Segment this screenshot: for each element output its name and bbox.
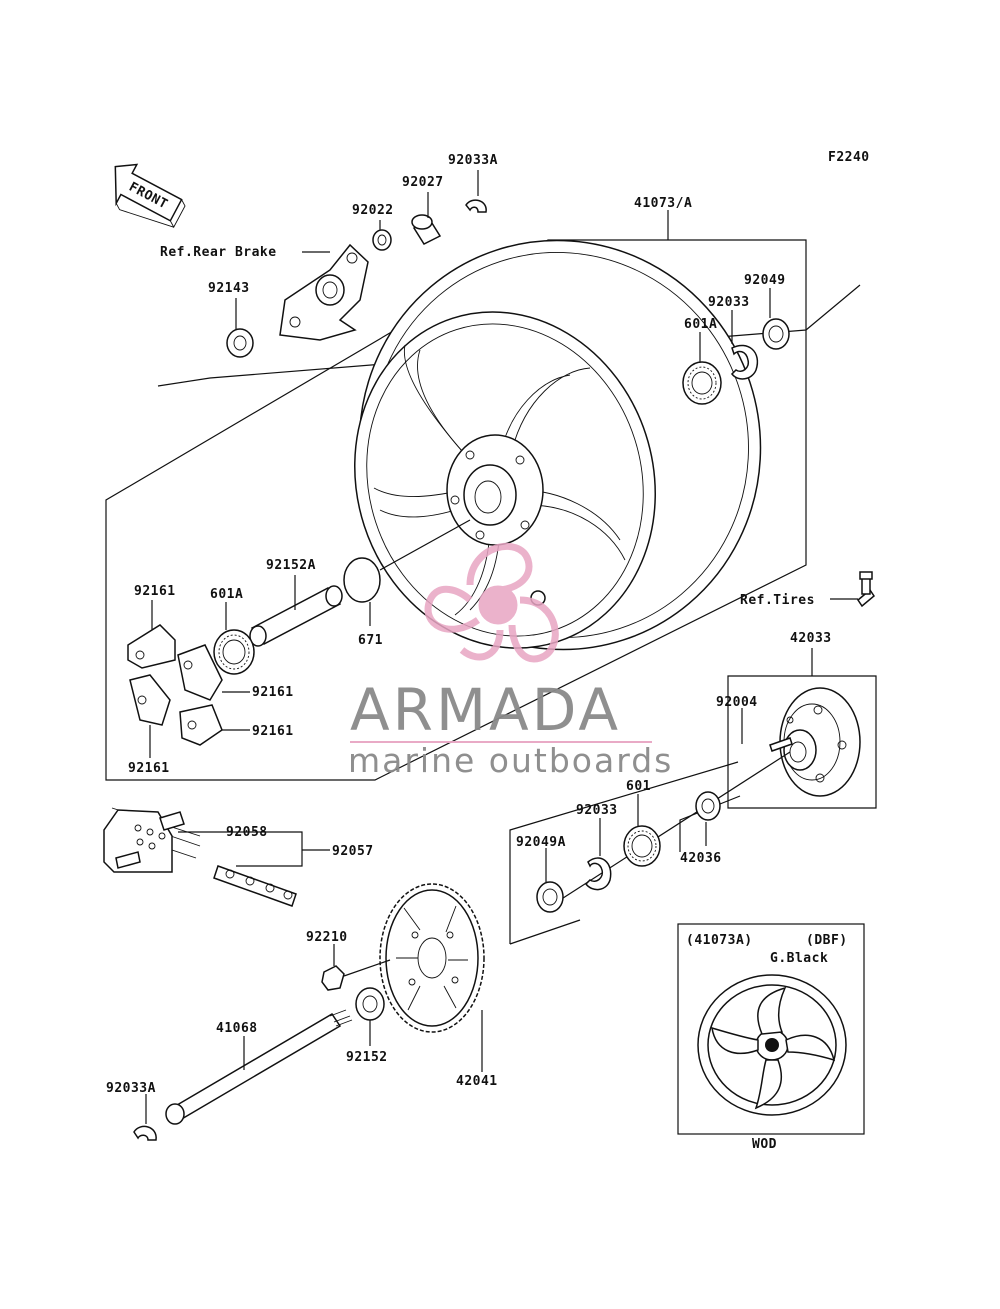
callout-41073A: 41073/A <box>634 196 692 211</box>
inset-caption: WOD <box>752 1137 777 1152</box>
seal-92049A-icon <box>536 881 564 913</box>
drive-chain-icon <box>103 807 297 907</box>
callout-601A-left: 601A <box>210 587 243 602</box>
watermark-tagline: marine outboards <box>348 741 673 780</box>
callout-92143: 92143 <box>208 281 250 296</box>
callout-92049A: 92049A <box>516 835 566 850</box>
ref-rear-brake: Ref.Rear Brake <box>160 245 277 260</box>
collar-92152A-icon <box>249 585 343 647</box>
axle-41068-icon <box>165 1009 353 1125</box>
bearing-601A-right-icon <box>682 361 722 405</box>
snap-ring-92033-top-icon <box>731 344 759 380</box>
front-arrow-icon: FRONT <box>114 163 186 229</box>
bearing-601A-left-icon <box>213 629 255 675</box>
ref-tires: Ref.Tires <box>740 593 815 608</box>
armada-logo-icon <box>424 542 559 663</box>
rear-brake-bracket-icon <box>279 243 369 341</box>
watermark-brand: ARMADA <box>350 676 621 744</box>
collar-42036-icon <box>695 791 721 821</box>
tire-valve-icon <box>857 571 875 608</box>
callout-92033A-top: 92033A <box>448 153 498 168</box>
coupling-42033-icon <box>779 687 861 797</box>
inset-color: G.Black <box>770 951 828 966</box>
inset-variant: (DBF) <box>806 933 848 948</box>
bracket-92058-92057 <box>178 831 303 867</box>
armada-watermark: ARMADA marine outboards <box>348 542 673 780</box>
sprocket-42041-icon <box>379 883 485 1033</box>
callout-92161-d: 92161 <box>128 761 170 776</box>
inset-ref: (41073A) <box>686 933 753 948</box>
stud-92004-icon <box>769 737 793 752</box>
callout-92161-c: 92161 <box>252 724 294 739</box>
callout-601: 601 <box>626 779 651 794</box>
callout-601A-top: 601A <box>684 317 717 332</box>
axis-nut <box>343 959 391 977</box>
callout-42041: 42041 <box>456 1074 498 1089</box>
hub-axis-line <box>559 751 791 901</box>
callout-42036: 42036 <box>680 851 722 866</box>
figure-code: F2240 <box>828 150 870 165</box>
callout-92033A-bottom: 92033A <box>106 1081 156 1096</box>
collar-92027-icon <box>411 214 442 245</box>
callout-92027: 92027 <box>402 175 444 190</box>
callout-92210: 92210 <box>306 930 348 945</box>
snap-ring-92033A-top-icon <box>465 199 487 213</box>
callout-92152: 92152 <box>346 1050 388 1065</box>
collar-92143-icon <box>226 328 254 358</box>
callout-92058: 92058 <box>226 825 268 840</box>
coupling-group-outline <box>727 675 877 809</box>
bearing-601-icon <box>623 825 661 867</box>
variant-inset-box <box>677 923 865 1135</box>
callout-92049: 92049 <box>744 273 786 288</box>
snap-ring-92033-mid-icon <box>585 857 612 891</box>
callout-92033-mid: 92033 <box>576 803 618 818</box>
callout-42033: 42033 <box>790 631 832 646</box>
washer-92022-icon <box>372 229 392 251</box>
seal-92049-icon <box>762 318 790 350</box>
callout-92161-a: 92161 <box>134 584 176 599</box>
nut-92210-icon <box>321 965 345 991</box>
rear-wheel <box>354 239 762 651</box>
damper-rubbers-92161-icon <box>127 624 223 746</box>
o-ring-671-icon <box>343 557 381 603</box>
leader-o-ring-axis <box>379 519 471 571</box>
callout-92057: 92057 <box>332 844 374 859</box>
collar-92152-icon <box>355 987 385 1021</box>
callout-92004: 92004 <box>716 695 758 710</box>
wheel-group-outline <box>105 239 807 781</box>
inset-wheel-icon <box>697 974 847 1116</box>
callout-92022: 92022 <box>352 203 394 218</box>
callout-92152A: 92152A <box>266 558 316 573</box>
hub-parts-outline-bottom <box>509 919 581 945</box>
callout-671: 671 <box>358 633 383 648</box>
callout-41068: 41068 <box>216 1021 258 1036</box>
callout-92033-top: 92033 <box>708 295 750 310</box>
snap-ring-92033A-bottom-icon <box>133 1125 157 1141</box>
callout-92161-b: 92161 <box>252 685 294 700</box>
